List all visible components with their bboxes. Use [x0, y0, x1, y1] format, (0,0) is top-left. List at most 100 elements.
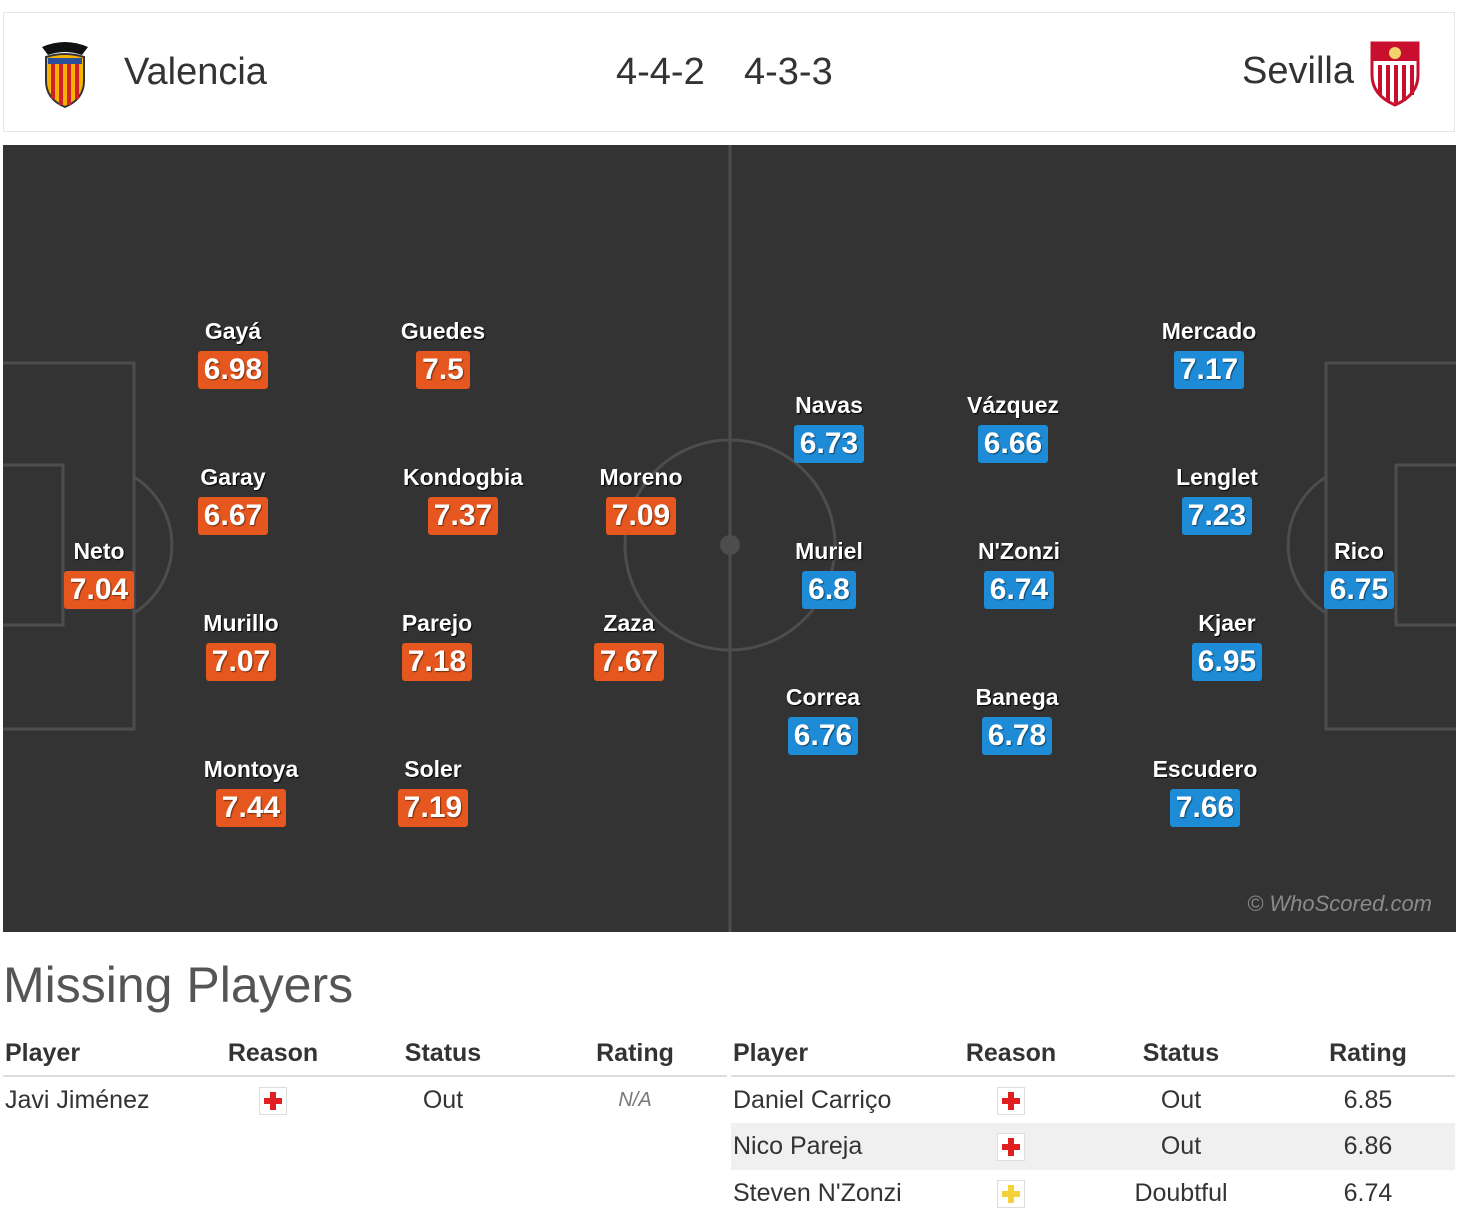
player-name[interactable]: Murillo — [203, 610, 279, 636]
player-name[interactable]: Javi Jiménez — [5, 1085, 150, 1114]
player-rating-badge: 7.44 — [215, 789, 287, 827]
player-name[interactable]: Moreno — [599, 464, 683, 490]
col-reason: Reason — [941, 1032, 1081, 1077]
table-row: Daniel Carriço Out 6.85 — [731, 1076, 1455, 1123]
col-rating: Rating — [1281, 1032, 1455, 1077]
player-rating: 6.74 — [1343, 1179, 1393, 1207]
player-name[interactable]: Montoya — [203, 756, 299, 782]
col-status: Status — [1081, 1032, 1281, 1077]
player-rating-badge: 7.19 — [397, 789, 469, 827]
table-row: Nico Pareja Out 6.86 — [731, 1123, 1455, 1170]
pitch-lines — [3, 145, 1456, 932]
match-header: Valencia 4-4-2 4-3-3 Sevilla — [3, 12, 1455, 132]
away-team-name[interactable]: Sevilla — [1242, 50, 1354, 92]
player-rating-badge: 7.66 — [1169, 789, 1241, 827]
player-name[interactable]: Navas — [795, 392, 863, 418]
player-rating-badge: 6.76 — [787, 717, 859, 755]
player-name[interactable]: Nico Pareja — [731, 1123, 941, 1170]
player-name[interactable]: Garay — [200, 464, 266, 490]
away-missing-table: Player Reason Status Rating Daniel Carri… — [731, 1032, 1455, 1217]
player-rating-badge: 6.73 — [793, 425, 865, 463]
player-escudero[interactable]: Escudero 7.66 — [1125, 755, 1285, 827]
player-name[interactable]: Mercado — [1161, 318, 1257, 344]
doubtful-icon — [997, 1180, 1025, 1209]
player-muriel[interactable]: Muriel 6.8 — [749, 537, 909, 609]
player-correa[interactable]: Correa 6.76 — [743, 683, 903, 755]
injury-icon — [259, 1086, 287, 1115]
table-row: Javi Jiménez Out N/A — [3, 1076, 727, 1123]
player-name[interactable]: Lenglet — [1176, 464, 1258, 490]
player-rating-badge: 6.98 — [197, 351, 269, 389]
injury-icon — [997, 1133, 1025, 1162]
player-rating-badge: 7.37 — [427, 497, 499, 535]
player-name[interactable]: Correa — [785, 684, 861, 710]
player-name[interactable]: Rico — [1334, 538, 1384, 564]
player-name[interactable]: Vázquez — [966, 392, 1060, 418]
player-name[interactable]: Soler — [404, 756, 462, 782]
player-status: Out — [1160, 1085, 1202, 1114]
player-rating-badge: 6.78 — [981, 717, 1053, 755]
player-rating: 6.86 — [1281, 1123, 1455, 1170]
player-rating-badge: 6.67 — [197, 497, 269, 535]
home-formation: 4-4-2 — [616, 51, 705, 93]
player-rating-badge: 7.5 — [416, 351, 470, 389]
player-kondogbia[interactable]: Kondogbia 7.37 — [383, 463, 543, 535]
player-mercado[interactable]: Mercado 7.17 — [1129, 317, 1289, 389]
player-name[interactable]: Muriel — [795, 538, 863, 564]
player-status: Out — [422, 1085, 464, 1114]
player-guedes[interactable]: Guedes 7.5 — [363, 317, 523, 389]
player-name[interactable]: Guedes — [400, 318, 486, 344]
sevilla-crest-icon[interactable] — [1368, 39, 1422, 107]
col-player: Player — [3, 1032, 203, 1077]
player-rating: 6.85 — [1343, 1085, 1393, 1114]
home-missing-table: Player Reason Status Rating Javi Jiménez… — [3, 1032, 727, 1123]
player-rating-badge: 6.8 — [802, 571, 856, 609]
player-rating-badge: 7.23 — [1181, 497, 1253, 535]
player-rating-badge: 6.66 — [977, 425, 1049, 463]
player-rating-badge: 7.17 — [1173, 351, 1245, 389]
player-soler[interactable]: Soler 7.19 — [353, 755, 513, 827]
player-name[interactable]: Banega — [975, 684, 1059, 710]
player-garay[interactable]: Garay 6.67 — [153, 463, 313, 535]
player-rating: N/A — [618, 1088, 652, 1111]
player-name[interactable]: Steven N'Zonzi — [733, 1179, 902, 1207]
player-status: Doubtful — [1134, 1179, 1228, 1207]
player-gaya[interactable]: Gayá 6.98 — [153, 317, 313, 389]
player-name[interactable]: Neto — [73, 538, 125, 564]
player-lenglet[interactable]: Lenglet 7.23 — [1137, 463, 1297, 535]
player-name[interactable]: Kondogbia — [402, 464, 524, 490]
player-rating-badge: 7.09 — [605, 497, 677, 535]
player-navas[interactable]: Navas 6.73 — [749, 391, 909, 463]
player-name[interactable]: Zaza — [603, 610, 655, 636]
player-vazquez[interactable]: Vázquez 6.66 — [933, 391, 1093, 463]
player-name[interactable]: Gayá — [204, 318, 262, 344]
player-name[interactable]: Daniel Carriço — [733, 1085, 892, 1114]
away-formation: 4-3-3 — [744, 51, 833, 93]
player-moreno[interactable]: Moreno 7.09 — [561, 463, 721, 535]
player-rico[interactable]: Rico 6.75 — [1279, 537, 1439, 609]
col-rating: Rating — [543, 1032, 727, 1077]
player-name[interactable]: Escudero — [1152, 756, 1258, 782]
player-rating-badge: 6.75 — [1323, 571, 1395, 609]
watermark: © WhoScored.com — [1247, 891, 1432, 916]
valencia-crest-icon[interactable] — [38, 41, 92, 109]
player-montoya[interactable]: Montoya 7.44 — [171, 755, 331, 827]
player-banega[interactable]: Banega 6.78 — [937, 683, 1097, 755]
injury-icon — [997, 1086, 1025, 1115]
home-team-name[interactable]: Valencia — [124, 51, 267, 93]
missing-players-title: Missing Players — [3, 957, 354, 1013]
col-status: Status — [343, 1032, 543, 1077]
col-player: Player — [731, 1032, 941, 1077]
player-name[interactable]: Parejo — [401, 610, 473, 636]
player-rating-badge: 7.07 — [205, 643, 277, 681]
player-murillo[interactable]: Murillo 7.07 — [161, 609, 321, 681]
player-n-zonzi[interactable]: N'Zonzi 6.74 — [939, 537, 1099, 609]
player-rating-badge: 6.74 — [983, 571, 1055, 609]
player-name[interactable]: Kjaer — [1198, 610, 1256, 636]
player-name[interactable]: N'Zonzi — [977, 538, 1061, 564]
